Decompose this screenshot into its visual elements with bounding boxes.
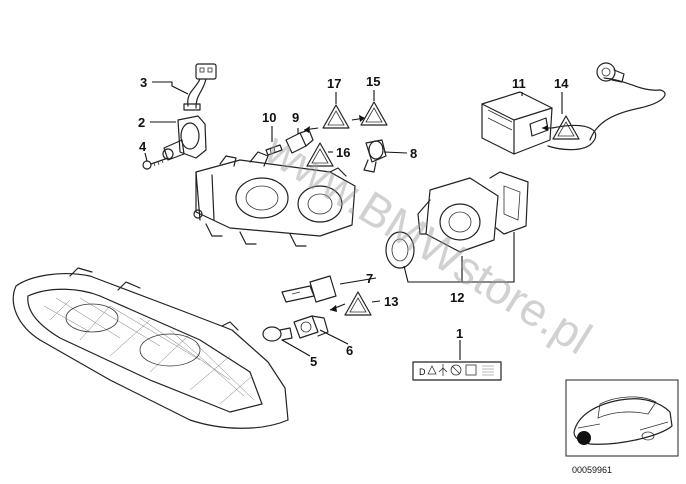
warning-label-13 xyxy=(344,291,372,316)
watermark-text: www.BMWstore.pl xyxy=(256,122,601,364)
callout-17: 17 xyxy=(327,76,341,91)
diagram-reference-number: 00059961 xyxy=(572,465,612,475)
callout-numbers: 3 2 4 10 9 17 15 16 8 11 14 7 13 12 1 6 … xyxy=(138,74,569,369)
callout-13: 13 xyxy=(384,294,398,309)
assembly-arrows xyxy=(303,115,551,312)
inset-car-view xyxy=(565,379,679,457)
small-bulb-part xyxy=(265,144,283,156)
callout-1: 1 xyxy=(456,326,463,341)
callout-15: 15 xyxy=(366,74,380,89)
wire-connector-part xyxy=(183,63,217,111)
callout-2: 2 xyxy=(138,115,145,130)
angled-socket-part xyxy=(363,139,387,173)
callout-11: 11 xyxy=(512,76,526,91)
svg-text:D: D xyxy=(419,367,426,377)
callout-9: 9 xyxy=(292,110,299,125)
xenon-bulb-part xyxy=(281,275,337,303)
callout-5: 5 xyxy=(310,354,317,369)
retaining-ring-part xyxy=(385,231,415,269)
headlight-housing-part xyxy=(193,151,356,247)
warning-label-14 xyxy=(552,115,580,140)
warning-label-15 xyxy=(360,101,388,126)
callout-14: 14 xyxy=(554,76,569,91)
leader-lines xyxy=(144,81,563,360)
control-unit-part xyxy=(481,91,553,155)
callout-6: 6 xyxy=(346,343,353,358)
bulb-socket-part xyxy=(162,115,207,161)
callout-7: 7 xyxy=(366,271,373,286)
headlight-front-part xyxy=(12,267,289,429)
igniter-cable-part xyxy=(547,62,666,151)
projector-module-part xyxy=(417,171,529,253)
turn-signal-bulb-part xyxy=(262,326,293,342)
warning-label-16 xyxy=(306,142,334,167)
bulb-holder-part xyxy=(285,129,314,154)
callout-10: 10 xyxy=(262,110,276,125)
warning-sticker-part: D xyxy=(412,361,502,381)
callout-3: 3 xyxy=(140,75,147,90)
callout-16: 16 xyxy=(336,145,350,160)
callout-8: 8 xyxy=(410,146,417,161)
warning-label-17 xyxy=(322,104,350,129)
callout-12: 12 xyxy=(450,290,464,305)
turn-signal-socket-part xyxy=(293,315,329,339)
callout-4: 4 xyxy=(139,139,147,154)
